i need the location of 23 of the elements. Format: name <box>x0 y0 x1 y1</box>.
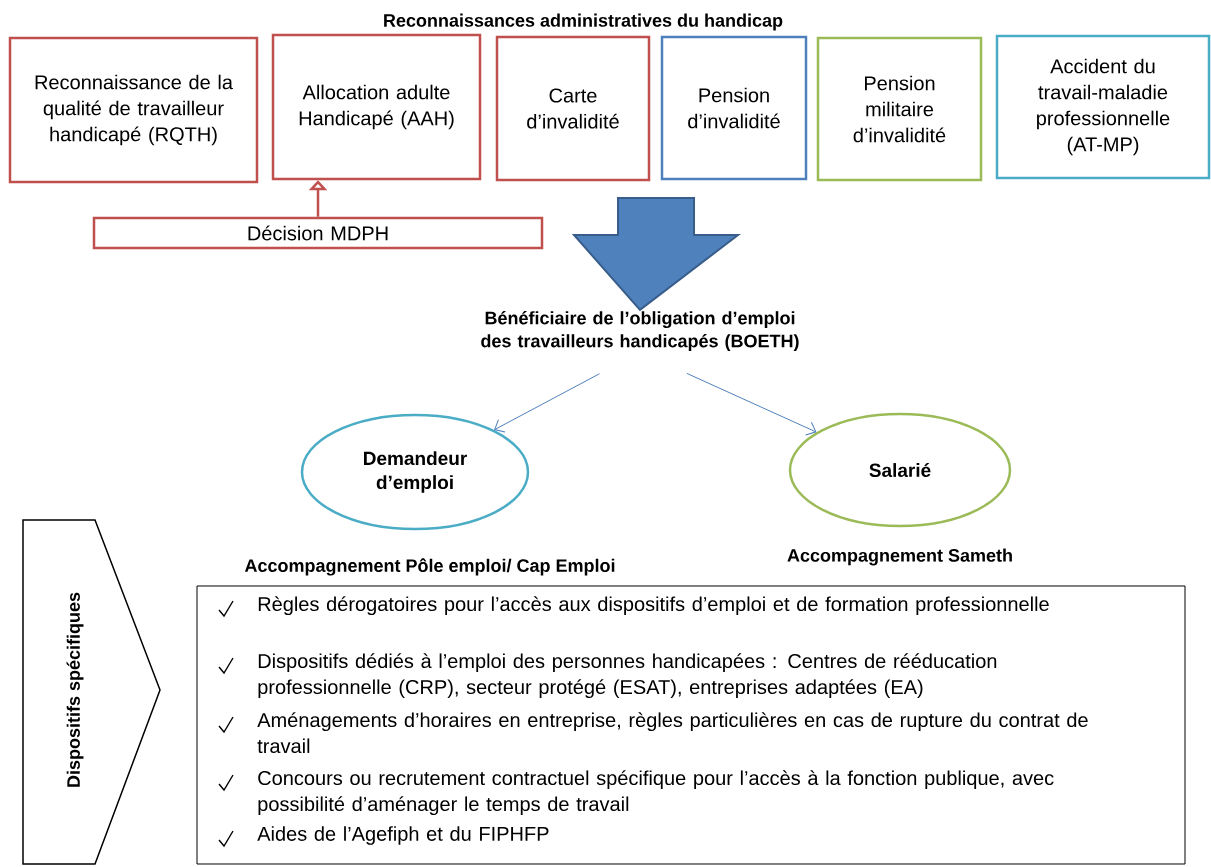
chevron-label: Dispositifs spécifiques <box>22 519 161 865</box>
arrow <box>686 372 817 436</box>
process-box: Carte d’invalidité <box>495 35 651 182</box>
process-box: Allocation adulte Handicapé (AAH) <box>271 33 482 181</box>
process-box: Reconnaissance de la qualité de travailleur handicapé (RQTH) <box>8 36 259 184</box>
checklist-item: Dispositifs dédiés à l’emploi des personnes handicapées : Centres de rééducation professionnelle (CRP), secteur protégé (ESAT), entreprises adaptées (EA) <box>218 653 997 699</box>
arrow <box>494 373 600 433</box>
caption-text: Accompagnement Pôle emploi/ Cap Emploi <box>244 558 615 576</box>
title: Reconnaissances administratives du handicap <box>384 13 783 31</box>
ellipse-node: Demandeur d’emploi <box>300 413 530 531</box>
heading-text: Bénéficiaire de l’obligation d’emploi des travailleurs handicapés (BOETH) <box>481 311 799 351</box>
ellipse-node: Salarié <box>788 412 1012 528</box>
checklist-item: Concours ou recrutement contractuel spécifique pour l’accès à la fonction publique, avec possibilité d’aménager le temps de travail <box>218 770 1054 816</box>
checklist-item: Règles dérogatoires pour l’accès aux dispositifs d’emploi et de formation professionnelle <box>218 596 1049 618</box>
process-box: Pension d’invalidité <box>660 35 808 181</box>
process-box: Décision MDPH <box>92 216 544 250</box>
list-box <box>196 585 1186 865</box>
block-arrow <box>571 197 741 312</box>
checklist-item: Aménagements d’horaires en entreprise, règles particulières en cas de rupture du contrat de travail <box>218 712 1088 754</box>
caption-text: Accompagnement Sameth <box>787 548 1012 566</box>
process-box: Accident du travail-maladie professionnelle (AT-MP) <box>995 34 1211 180</box>
process-box: Pension militaire d’invalidité <box>816 36 983 182</box>
checklist-item: Aides de l’Agefiph et du FIPHFP <box>218 826 549 848</box>
